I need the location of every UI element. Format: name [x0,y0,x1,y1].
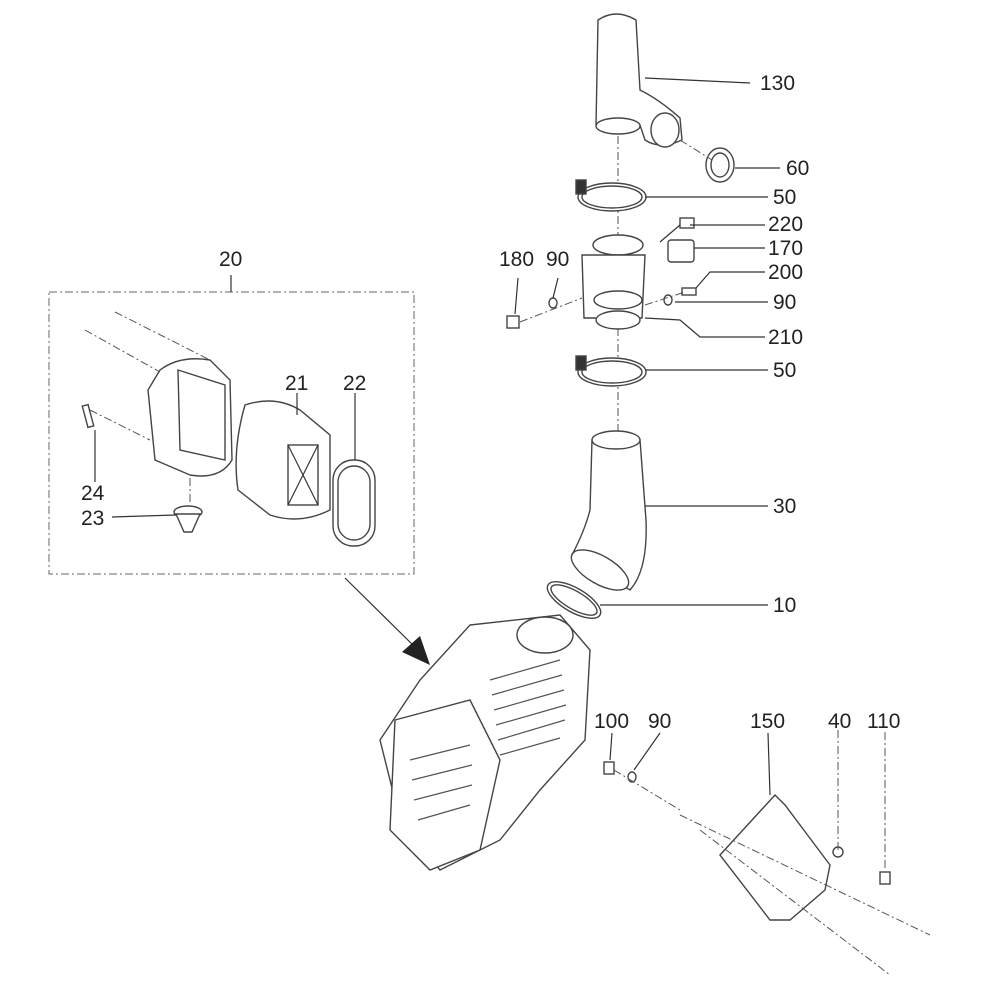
part-60-hose-clamp [705,147,735,183]
callout-90-left: 90 [546,248,570,271]
callout-220: 220 [768,213,804,236]
callout-50-upper: 50 [773,186,797,209]
callout-130: 130 [760,72,796,95]
callout-180: 180 [499,248,535,271]
part-130-elbow-pipe [595,13,683,148]
callout-21: 21 [285,372,309,395]
callout-50-lower: 50 [773,359,797,382]
callout-200: 200 [768,261,804,284]
part-210-flange [581,234,646,330]
callout-110: 110 [867,710,901,733]
blower-housing [379,614,591,871]
part-150-bracket [719,793,831,921]
part-20-filter-cover [147,358,233,477]
callout-24: 24 [81,482,105,505]
callout-60: 60 [786,157,810,180]
callout-22: 22 [343,372,367,395]
callout-90-bottom: 90 [648,710,672,733]
assembly-arrow [344,577,430,665]
callout-40: 40 [828,710,852,733]
callout-100: 100 [594,710,630,733]
callout-10: 10 [773,594,797,617]
part-90-washer-right [663,294,673,306]
callout-210: 210 [768,326,804,349]
leader-lines [94,77,780,796]
part-23-dust-valve [173,505,203,533]
part-22-prefilter [332,459,376,547]
callout-90-right: 90 [773,291,797,314]
part-24-screw [81,403,95,429]
part-100-bolt [603,761,615,775]
part-50-upper-clamp [575,179,647,212]
part-170-connector [667,239,695,263]
part-10-seal-ring [546,581,602,619]
part-30-elbow [570,430,647,591]
callout-23: 23 [81,507,105,530]
callout-150: 150 [750,710,786,733]
part-90-washer-left [548,297,558,309]
part-110-screw [879,871,891,885]
callout-20: 20 [219,248,243,271]
part-21-filter-element [235,400,331,520]
part-50-lower-clamp [575,355,647,387]
callout-30: 30 [773,495,797,518]
part-180-bolt [506,315,520,329]
part-220-sensor [659,217,695,243]
callout-170: 170 [768,237,804,260]
part-200-screw [681,287,697,296]
